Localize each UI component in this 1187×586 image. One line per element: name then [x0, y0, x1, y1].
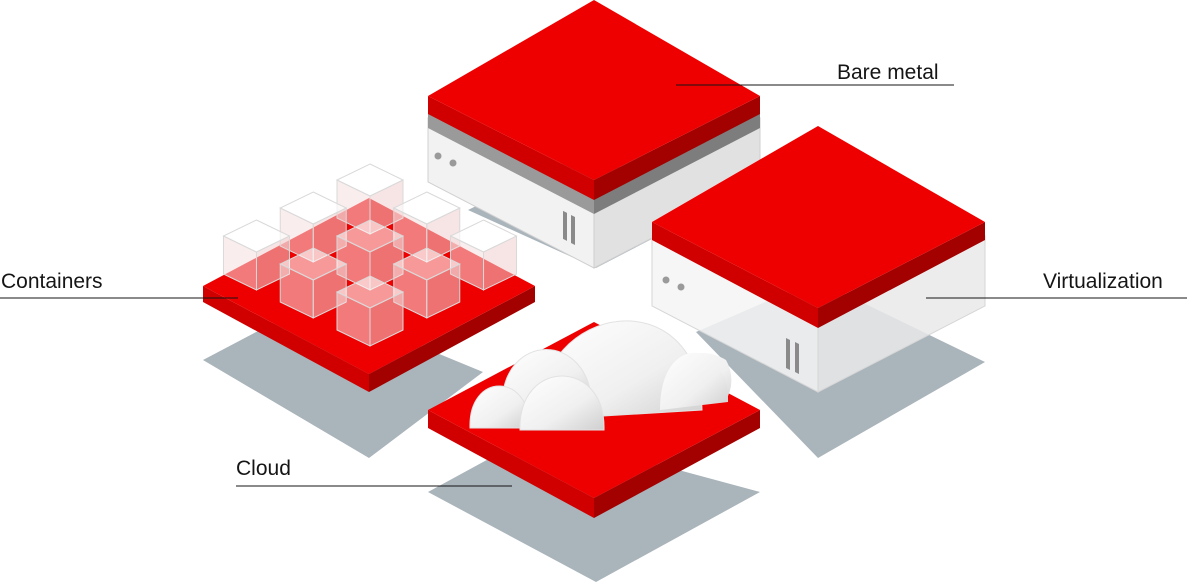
- cube-face-top: [222, 219, 291, 253]
- bare-metal-plate-side-right: [594, 96, 760, 200]
- cube-face-top: [335, 219, 405, 253]
- cube-face-top: [279, 191, 348, 225]
- bare-metal-plate-side-left: [428, 96, 594, 200]
- bare-metal-plate-top: [428, 0, 760, 180]
- virtualization-label: Virtualization: [1043, 270, 1163, 293]
- cloud-dome-front: [519, 375, 605, 431]
- cube-face-top: [279, 247, 348, 281]
- virtualization-led-2: [677, 283, 685, 291]
- cube-face-top: [392, 191, 461, 225]
- containers-platform: [203, 163, 535, 392]
- containers-plate-side-right: [369, 286, 535, 392]
- bare-metal-band-left: [428, 110, 594, 214]
- containers-plate-side-left: [203, 286, 369, 392]
- cloud-dome-right: [660, 352, 729, 410]
- virtualization-plate-side-left: [652, 222, 818, 328]
- container-cube: [335, 275, 405, 347]
- virtualization-vent-2: [795, 342, 799, 374]
- cloud-plate-side-right: [594, 410, 760, 518]
- bare-metal-led-1: [434, 152, 442, 160]
- container-cubes: [222, 163, 518, 347]
- cube-face-top: [392, 247, 461, 281]
- cube-face-top: [449, 219, 518, 253]
- virtualization-server: [651, 126, 986, 393]
- cube-face-top: [335, 163, 405, 197]
- virtualization-led-1: [662, 276, 670, 284]
- containers-label: Containers: [1, 270, 103, 293]
- bare-metal-server: [427, 0, 761, 269]
- bare-metal-led-2: [449, 159, 457, 167]
- cube-face-top: [335, 275, 405, 309]
- cloud-platform: [428, 320, 760, 518]
- bare-metal-vent-2: [571, 214, 575, 245]
- bare-metal-label: Bare metal: [837, 61, 939, 84]
- virtualization-plate-side-right: [818, 222, 985, 328]
- bare-metal-band-right: [594, 110, 760, 214]
- cloud-label: Cloud: [236, 457, 291, 480]
- cloud-shape: [469, 320, 732, 431]
- containers-shadow: [203, 302, 483, 458]
- cloud-plate-side-left: [428, 410, 594, 518]
- virtualization-plate-top: [652, 126, 985, 308]
- virtualization-vent-1: [786, 338, 790, 370]
- leader-lines: [0, 84, 1187, 487]
- bare-metal-vent-1: [563, 210, 567, 241]
